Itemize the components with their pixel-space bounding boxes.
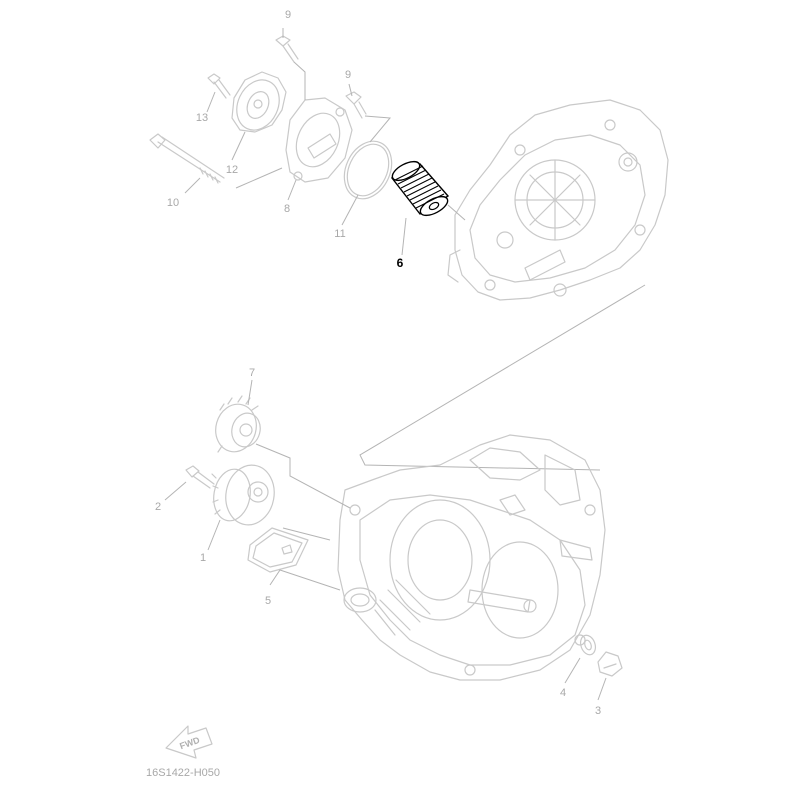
part-9-bolt-lower <box>345 91 367 119</box>
callout-7: 7 <box>249 367 255 379</box>
diagram-code: 16S1422-H050 <box>146 767 220 779</box>
part-13-small-bolt <box>207 73 231 99</box>
callout-5: 5 <box>265 595 271 607</box>
part-1-oil-pump <box>211 464 275 526</box>
part-12-rotor-housing <box>231 71 287 133</box>
part-10-long-bolt <box>149 133 225 184</box>
part-3-drain-bolt <box>597 651 623 677</box>
callout-2: 2 <box>155 501 161 513</box>
callout-1: 1 <box>200 552 206 564</box>
callout-12: 12 <box>226 164 238 176</box>
fwd-arrow-icon: FWD <box>165 725 213 759</box>
crankcase-lower <box>337 434 606 681</box>
callout-6-highlighted[interactable]: 6 <box>397 256 404 270</box>
callout-10: 10 <box>167 197 179 209</box>
callout-11: 11 <box>334 228 345 240</box>
crankcase-cover-upper <box>447 99 669 301</box>
part-2-bolt <box>185 465 215 489</box>
part-11-o-ring <box>343 140 393 200</box>
callout-8: 8 <box>284 203 290 215</box>
part-6-oil-filter[interactable] <box>389 158 450 219</box>
part-4-washer <box>579 634 597 656</box>
callout-9-lower: 9 <box>345 69 351 81</box>
part-9-bolt-upper <box>275 35 299 63</box>
callout-13: 13 <box>196 112 208 124</box>
callout-9-upper: 9 <box>285 9 291 21</box>
callout-4: 4 <box>560 687 566 699</box>
callout-3: 3 <box>595 705 601 717</box>
part-5-strainer <box>247 527 309 573</box>
part-7-gear <box>215 395 261 453</box>
part-8-pump-cover <box>285 97 353 183</box>
